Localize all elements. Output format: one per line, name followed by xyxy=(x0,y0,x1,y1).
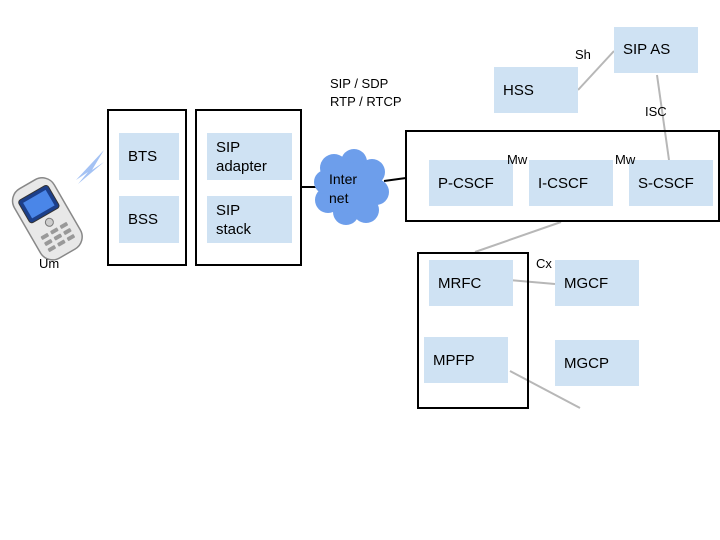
node-i-cscf: I-CSCF xyxy=(529,160,613,206)
node-mrfc-label: MRFC xyxy=(438,275,482,292)
label-isc: ISC xyxy=(645,104,667,119)
link-internet-ims xyxy=(383,177,407,182)
node-bss: BSS xyxy=(119,196,179,243)
node-bts: BTS xyxy=(119,133,179,180)
node-hss-label: HSS xyxy=(503,82,534,99)
link-sipas-scscf xyxy=(656,74,670,161)
cscf-group-frame xyxy=(405,130,720,222)
sip-group-frame xyxy=(195,109,302,266)
node-mgcp-label: MGCP xyxy=(564,355,609,372)
node-mgcf-label: MGCF xyxy=(564,275,609,292)
label-cx: Cx xyxy=(536,256,552,271)
protocols-label: SIP / SDP RTP / RTCP xyxy=(330,76,402,109)
internet-cloud-icon xyxy=(314,149,389,225)
node-internet-label: Inter net xyxy=(329,171,358,206)
node-sip-stack: SIP stack xyxy=(207,196,292,243)
node-sip-as: SIP AS xyxy=(614,27,698,73)
node-s-cscf: S-CSCF xyxy=(629,160,713,206)
node-sip-adapter-label: SIP adapter xyxy=(216,139,267,175)
link-ims-media xyxy=(474,221,562,253)
link-mpfp-mgcp xyxy=(509,370,581,409)
node-mgcp: MGCP xyxy=(555,340,639,386)
node-mpfp-label: MPFP xyxy=(433,352,475,369)
node-p-cscf-label: P-CSCF xyxy=(438,175,494,192)
node-bss-label: BSS xyxy=(128,211,159,228)
node-sip-stack-label: SIP stack xyxy=(216,202,252,238)
bss-group-frame xyxy=(107,109,187,266)
node-p-cscf: P-CSCF xyxy=(429,160,513,206)
link-hss-sipas xyxy=(577,50,615,91)
node-bts-label: BTS xyxy=(128,148,158,165)
node-sip-adapter: SIP adapter xyxy=(207,133,292,180)
label-mw-1: Mw xyxy=(507,152,528,167)
label-sh: Sh xyxy=(575,47,591,62)
node-i-cscf-label: I-CSCF xyxy=(538,175,588,192)
node-sip-as-label: SIP AS xyxy=(623,41,671,58)
mobile-phone-icon xyxy=(11,150,104,261)
node-s-cscf-label: S-CSCF xyxy=(638,175,694,192)
signal-wave-icon xyxy=(76,150,104,184)
node-hss: HSS xyxy=(494,67,578,113)
node-mgcf: MGCF xyxy=(555,260,639,306)
label-um: Um xyxy=(39,256,60,271)
label-mw-2: Mw xyxy=(615,152,636,167)
mrf-group-frame xyxy=(417,252,529,409)
link-mrfc-mgcf xyxy=(508,279,556,285)
node-mpfp: MPFP xyxy=(424,337,508,383)
node-mrfc: MRFC xyxy=(429,260,513,306)
